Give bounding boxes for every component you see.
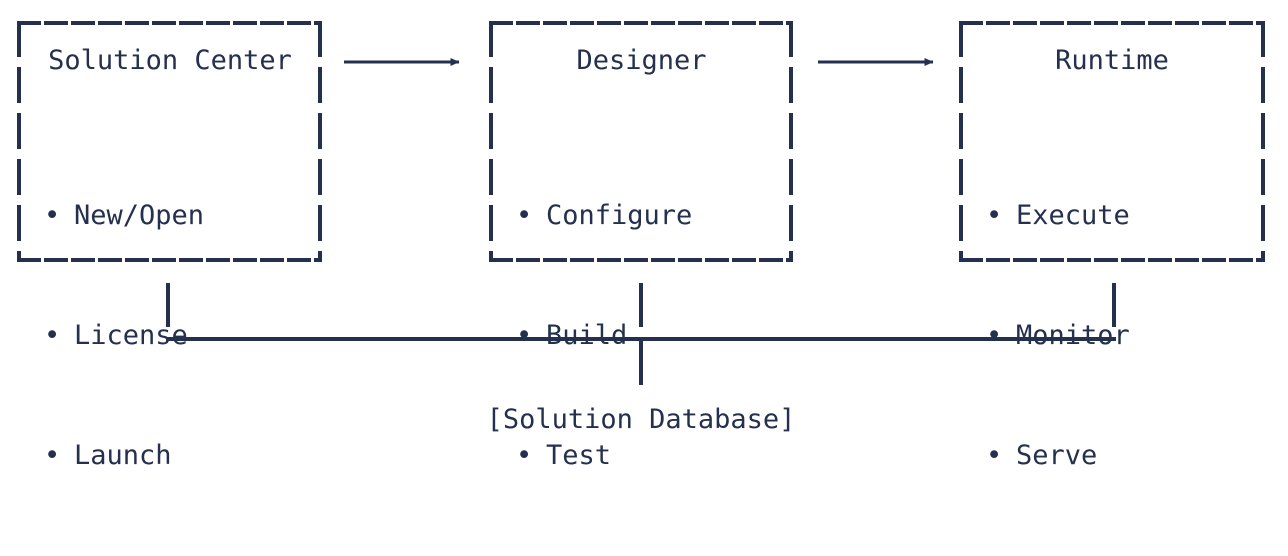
node-list-designer: • Configure • Build • Test bbox=[516, 116, 692, 556]
list-item: • Configure bbox=[516, 196, 692, 236]
list-item-label: Monitor bbox=[1016, 320, 1130, 351]
ascii-flow-diagram: Solution Center • New/Open • License • Laun… bbox=[17, 21, 1265, 471]
list-item: • Serve bbox=[986, 436, 1130, 476]
bullet-icon: • bbox=[986, 440, 1003, 471]
list-item: • License bbox=[44, 316, 204, 356]
list-item: • Monitor bbox=[986, 316, 1130, 356]
list-item: • Execute bbox=[986, 196, 1130, 236]
bullet-icon: • bbox=[44, 200, 61, 231]
list-item-label: Test bbox=[546, 440, 612, 471]
shared-store-label: [Solution Database] bbox=[486, 404, 796, 435]
bullet-icon: • bbox=[516, 320, 533, 351]
node-box-designer bbox=[489, 21, 793, 262]
bullet-icon: • bbox=[44, 440, 61, 471]
node-title-runtime: Runtime bbox=[1055, 45, 1169, 76]
shared-store-connectors bbox=[166, 283, 1116, 398]
list-item-label: New/Open bbox=[74, 200, 205, 231]
list-item-label: Launch bbox=[74, 440, 172, 471]
list-item-label: License bbox=[74, 320, 188, 351]
list-item: • Launch bbox=[44, 436, 204, 476]
list-item: • Build bbox=[516, 316, 692, 356]
list-item-label: Build bbox=[546, 320, 628, 351]
list-item: • New/Open bbox=[44, 196, 204, 236]
bullet-icon: • bbox=[986, 320, 1003, 351]
node-list-solution-center: • New/Open • License • Launch bbox=[44, 116, 204, 556]
bullet-icon: • bbox=[516, 440, 533, 471]
node-title-designer: Designer bbox=[576, 45, 707, 76]
diagram-skeleton bbox=[17, 21, 1265, 398]
node-list-runtime: • Execute • Monitor • Serve bbox=[986, 116, 1130, 556]
node-title-solution-center: Solution Center bbox=[48, 45, 292, 76]
list-item-label: Configure bbox=[546, 200, 693, 231]
bullet-icon: • bbox=[986, 200, 1003, 231]
list-item: • Test bbox=[516, 436, 692, 476]
bullet-icon: • bbox=[44, 320, 61, 351]
node-box-solution-center bbox=[17, 21, 322, 262]
list-item-label: Execute bbox=[1016, 200, 1130, 231]
bullet-icon: • bbox=[516, 200, 533, 231]
list-item-label: Serve bbox=[1016, 440, 1098, 471]
node-box-runtime bbox=[959, 21, 1265, 262]
